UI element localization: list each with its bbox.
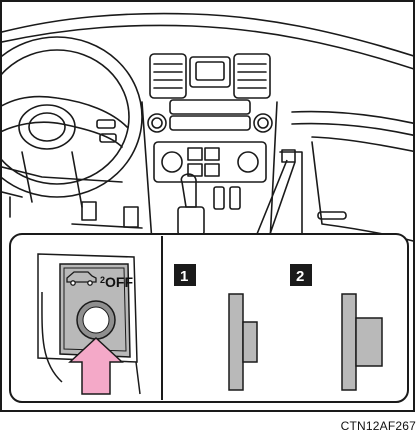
dashboard-illustration: 2 OFF 1 2 [2, 2, 415, 412]
right-dashboard [280, 112, 415, 243]
detail-inset: 2 OFF 1 2 [10, 234, 408, 402]
switch-off-label: OFF [105, 274, 133, 290]
shift-lever [178, 174, 240, 235]
marker-1-label: 1 [180, 268, 188, 285]
pedal [124, 207, 138, 227]
figure-frame: 2 OFF 1 2 [0, 0, 415, 412]
dash-top-line-2 [2, 25, 415, 70]
figure-code: CTN12AF267 [341, 419, 416, 433]
center-stack [142, 54, 277, 242]
marker-2-label: 2 [296, 268, 304, 285]
pedal [82, 202, 96, 220]
